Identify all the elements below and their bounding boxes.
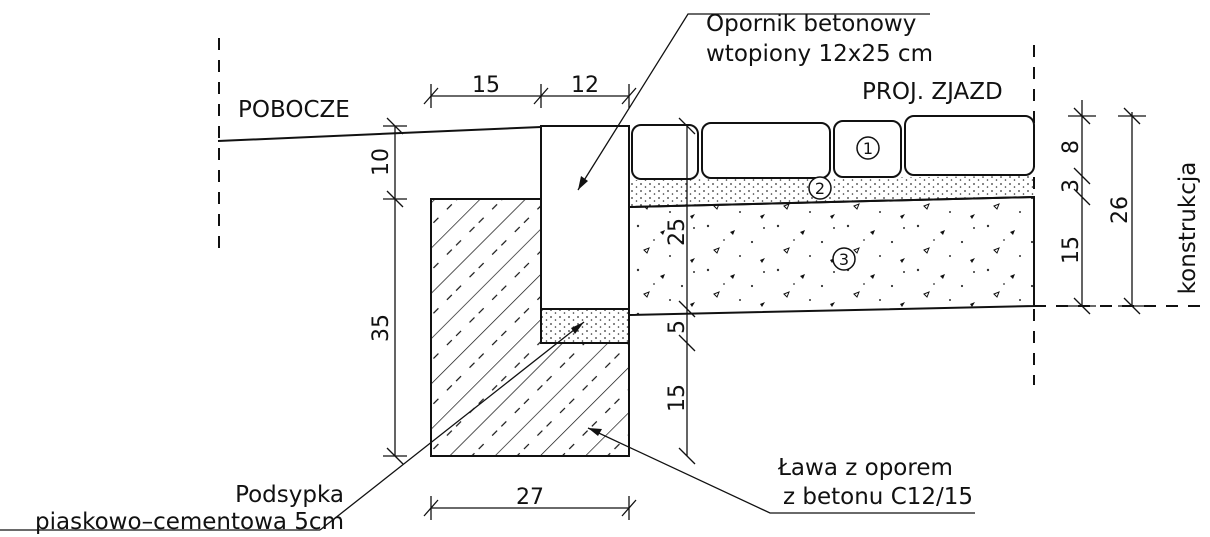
layer-3-base: [628, 195, 1035, 317]
dim-total: 26: [1108, 196, 1133, 224]
paving-stones: [631, 115, 1035, 180]
curb-dimension: [678, 117, 696, 465]
leader-lines: [0, 13, 975, 531]
concrete-curb: [540, 125, 630, 310]
dim-layer-2: 3: [1059, 179, 1084, 193]
sand-label-line2: piaskowo–cementowa 5cm: [35, 509, 344, 535]
curb-label-line2: wtopiony 12x25 cm: [706, 41, 933, 67]
svg-text:3: 3: [839, 250, 849, 269]
sand-bedding: [540, 308, 630, 344]
driveway-label: PROJ. ZJAZD: [862, 79, 1003, 105]
layers-dimension: [1068, 100, 1096, 315]
dim-layer-1: 8: [1059, 140, 1084, 154]
total-dimension: [1118, 107, 1146, 315]
structure-label: konstrukcja: [1175, 162, 1201, 295]
boundary-lines: [218, 38, 1205, 385]
layer-2-marker: 2: [808, 176, 832, 200]
dim-sand: 5: [665, 320, 690, 334]
dim-curb-height: 25: [665, 218, 690, 246]
dim-top-left: 15: [472, 73, 500, 98]
left-dimension: [383, 117, 407, 465]
dim-layer-3: 15: [1059, 236, 1084, 264]
dim-bench-below: 15: [665, 384, 690, 412]
dim-left-upper: 10: [369, 148, 394, 176]
layer-1-marker: 1: [856, 136, 880, 160]
dim-left-lower: 35: [369, 314, 394, 342]
shoulder-surface: [217, 126, 542, 142]
top-dimension: [423, 84, 637, 108]
shoulder-label: POBOCZE: [238, 97, 350, 123]
sand-label-line1: Podsypka: [235, 482, 344, 508]
svg-text:2: 2: [815, 179, 825, 198]
dim-top-right: 12: [571, 73, 599, 98]
bench-label-line2: z betonu C12/15: [783, 484, 973, 510]
layer-3-marker: 3: [832, 247, 856, 271]
curb-label-line1: Opornik betonowy: [706, 11, 916, 37]
svg-text:1: 1: [863, 139, 873, 158]
dim-bottom-width: 27: [516, 485, 544, 510]
bench-label-line1: Ława z oporem: [777, 455, 953, 481]
bottom-dimension: [423, 496, 637, 520]
